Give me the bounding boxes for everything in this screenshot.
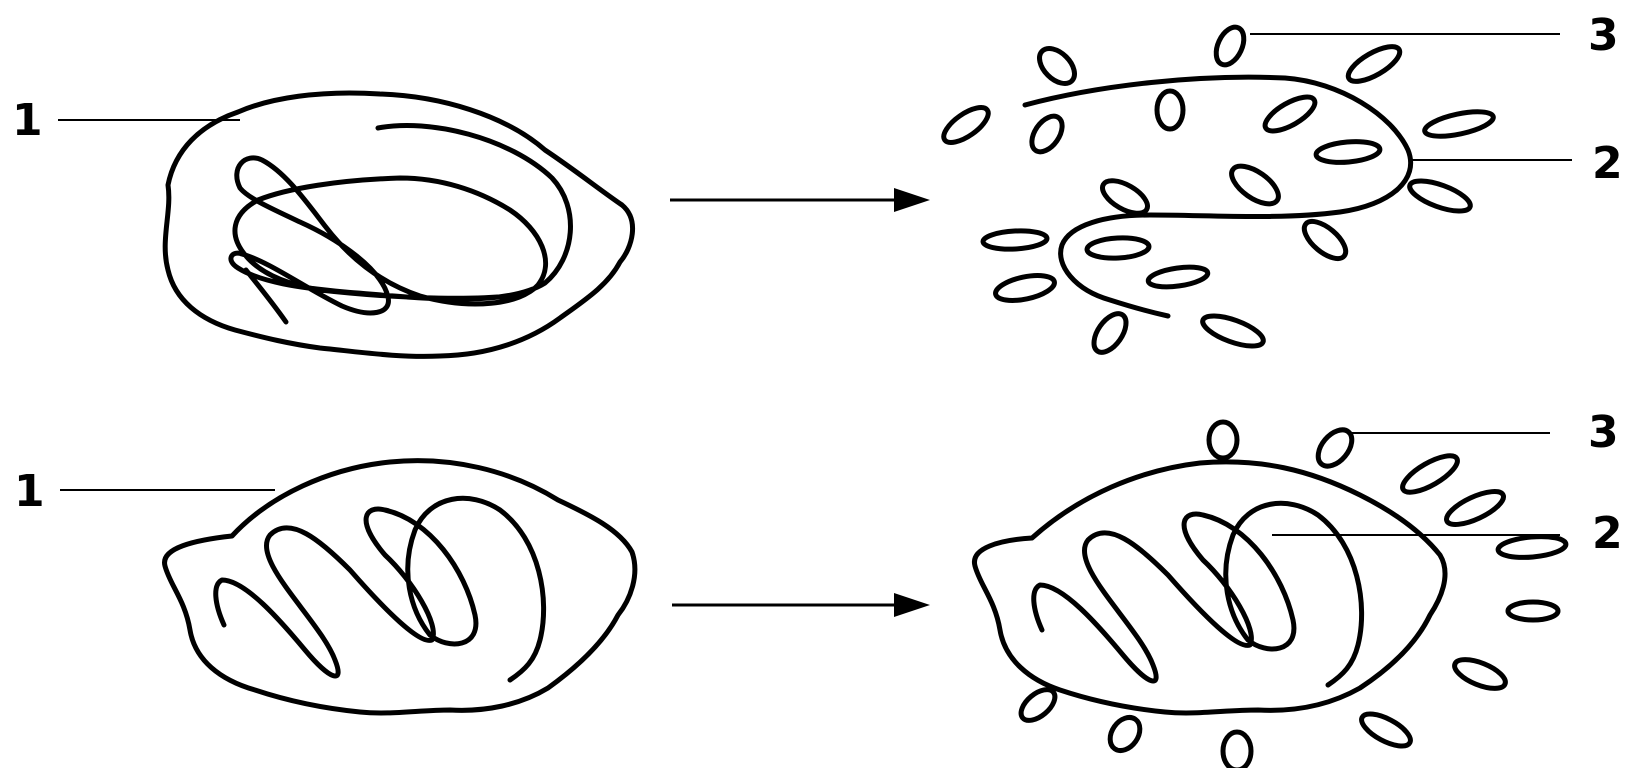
- bottom-right-cell-membrane: [972, 459, 1448, 716]
- bottom-right-label-2: 2: [1592, 508, 1623, 559]
- particle: [1145, 264, 1211, 290]
- top-left-label-1: 1: [12, 95, 43, 146]
- particle: [1313, 139, 1383, 165]
- particle: [941, 105, 991, 145]
- particle: [1200, 313, 1266, 349]
- particle: [1107, 714, 1143, 754]
- bottom-left-dna-helix: [213, 495, 547, 683]
- top-arrow: [670, 188, 930, 212]
- particle: [1400, 453, 1460, 495]
- particle: [1407, 178, 1473, 214]
- top-right-dna-strand: [1022, 74, 1414, 319]
- particle: [1213, 24, 1247, 68]
- bottom-left-cell-membrane: [162, 458, 638, 716]
- top-right-particles: [941, 24, 1496, 355]
- particle: [1301, 218, 1349, 262]
- top-left-cell-membrane: [162, 90, 636, 359]
- particle: [1154, 88, 1186, 132]
- bottom-right-particles: [1018, 419, 1569, 768]
- bottom-right-dna-helix: [1031, 500, 1365, 688]
- particle: [1505, 599, 1561, 623]
- particle: [980, 228, 1050, 252]
- bottom-left-label-1: 1: [14, 466, 45, 517]
- particle: [1229, 163, 1281, 207]
- particle: [1359, 711, 1413, 749]
- particle: [1495, 534, 1569, 560]
- top-right-label-2: 2: [1592, 138, 1623, 189]
- top-right-group: [941, 24, 1496, 355]
- particle: [1262, 94, 1318, 134]
- bottom-arrow-head: [894, 593, 930, 617]
- particle: [1084, 235, 1152, 261]
- particle: [1091, 311, 1129, 355]
- particle: [1422, 109, 1496, 139]
- particle: [1345, 44, 1403, 84]
- particle: [1018, 687, 1058, 723]
- particle: [1220, 729, 1254, 768]
- particle: [993, 273, 1057, 303]
- top-left-dna-tail: [243, 267, 289, 325]
- particle: [1315, 427, 1355, 469]
- bottom-arrow: [672, 593, 930, 617]
- top-arrow-head: [894, 188, 930, 212]
- bottom-right-label-3: 3: [1588, 407, 1619, 458]
- top-right-label-3: 3: [1588, 10, 1619, 61]
- particle: [1452, 657, 1508, 691]
- bottom-right-cell-group: [972, 419, 1569, 768]
- particle: [1206, 419, 1240, 461]
- particle: [1444, 489, 1506, 527]
- particle: [1100, 178, 1150, 216]
- top-left-dna-coil: [228, 123, 573, 316]
- bottom-left-cell-group: [162, 458, 638, 716]
- particle: [1029, 113, 1065, 155]
- top-left-cell-group: [162, 90, 636, 359]
- particle: [1037, 46, 1077, 86]
